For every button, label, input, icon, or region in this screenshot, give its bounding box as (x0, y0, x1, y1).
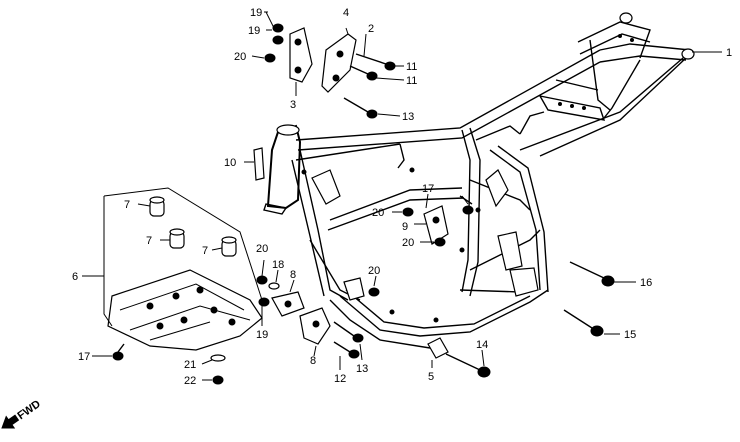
callout-20: 20 (256, 243, 268, 255)
bolt-icon (333, 321, 364, 343)
nut-icon (272, 35, 284, 45)
callout-10: 10 (224, 157, 236, 169)
bolt-icon (355, 53, 396, 71)
callout-3: 3 (290, 99, 296, 111)
callout-6: 6 (72, 271, 78, 283)
callout-9: 9 (402, 221, 408, 233)
skid-plate (103, 187, 263, 351)
callout-13: 13 (356, 363, 368, 375)
bolt-icon (112, 343, 125, 361)
bolt-icon (349, 65, 378, 81)
callout-4: 4 (343, 7, 349, 19)
bolt-icon (343, 97, 378, 119)
callout-11: 11 (406, 75, 417, 87)
callout-12: 12 (334, 373, 346, 385)
nut-icon (462, 205, 474, 215)
callout-19: 19 (250, 7, 262, 19)
bolt-icon (563, 309, 604, 337)
nut-icon (402, 207, 414, 217)
callout-16: 16 (640, 277, 652, 289)
callout-15: 15 (624, 329, 636, 341)
leader-lines (82, 11, 722, 381)
main-frame (263, 12, 695, 349)
callout-17: 17 (78, 351, 90, 363)
callout-17: 17 (422, 183, 434, 195)
callout-14: 14 (476, 339, 488, 351)
fwd-indicator: FWD (1, 398, 43, 429)
callout-22: 22 (184, 375, 196, 387)
nut-icon (264, 53, 276, 63)
bolt-icon (445, 353, 491, 378)
callout-7: 7 (202, 245, 208, 257)
washer-icon (268, 282, 280, 290)
bolt-group (112, 53, 615, 378)
nut-icon (256, 275, 268, 285)
arrow-icon (1, 414, 20, 429)
callout-19: 19 (248, 25, 260, 37)
washer-icon (210, 354, 226, 362)
collar-icon (221, 236, 237, 257)
nut-icon (258, 297, 270, 307)
nut-icon (272, 23, 284, 33)
callout-11: 11 (406, 61, 417, 73)
bolt-icon (459, 195, 473, 205)
nut-group (210, 23, 474, 385)
fwd-label: FWD (16, 398, 43, 422)
callout-20: 20 (402, 237, 414, 249)
collar-icon (149, 196, 165, 217)
callout-18: 18 (272, 259, 284, 271)
bracket-parts (253, 27, 449, 359)
nut-icon (434, 237, 446, 247)
callout-19: 19 (256, 329, 268, 341)
bolt-icon (569, 261, 615, 287)
collar-group (149, 196, 237, 257)
callout-20: 20 (372, 207, 384, 219)
bolt-icon (333, 341, 360, 359)
nut-icon (368, 287, 380, 297)
callout-5: 5 (428, 371, 434, 383)
callout-2: 2 (368, 23, 374, 35)
callout-20: 20 (234, 51, 246, 63)
callout-1: 1 (726, 47, 732, 59)
callout-7: 7 (124, 199, 130, 211)
callout-21: 21 (184, 359, 196, 371)
callout-7: 7 (146, 235, 152, 247)
callout-8: 8 (310, 355, 316, 367)
collar-icon (169, 228, 185, 249)
callout-8: 8 (290, 269, 296, 281)
callout-labels: 1 4 2 19 19 20 11 11 3 13 10 7 7 7 6 17 … (72, 7, 732, 387)
callout-13: 13 (402, 111, 414, 123)
callout-20: 20 (368, 265, 380, 277)
nut-icon (212, 375, 224, 385)
